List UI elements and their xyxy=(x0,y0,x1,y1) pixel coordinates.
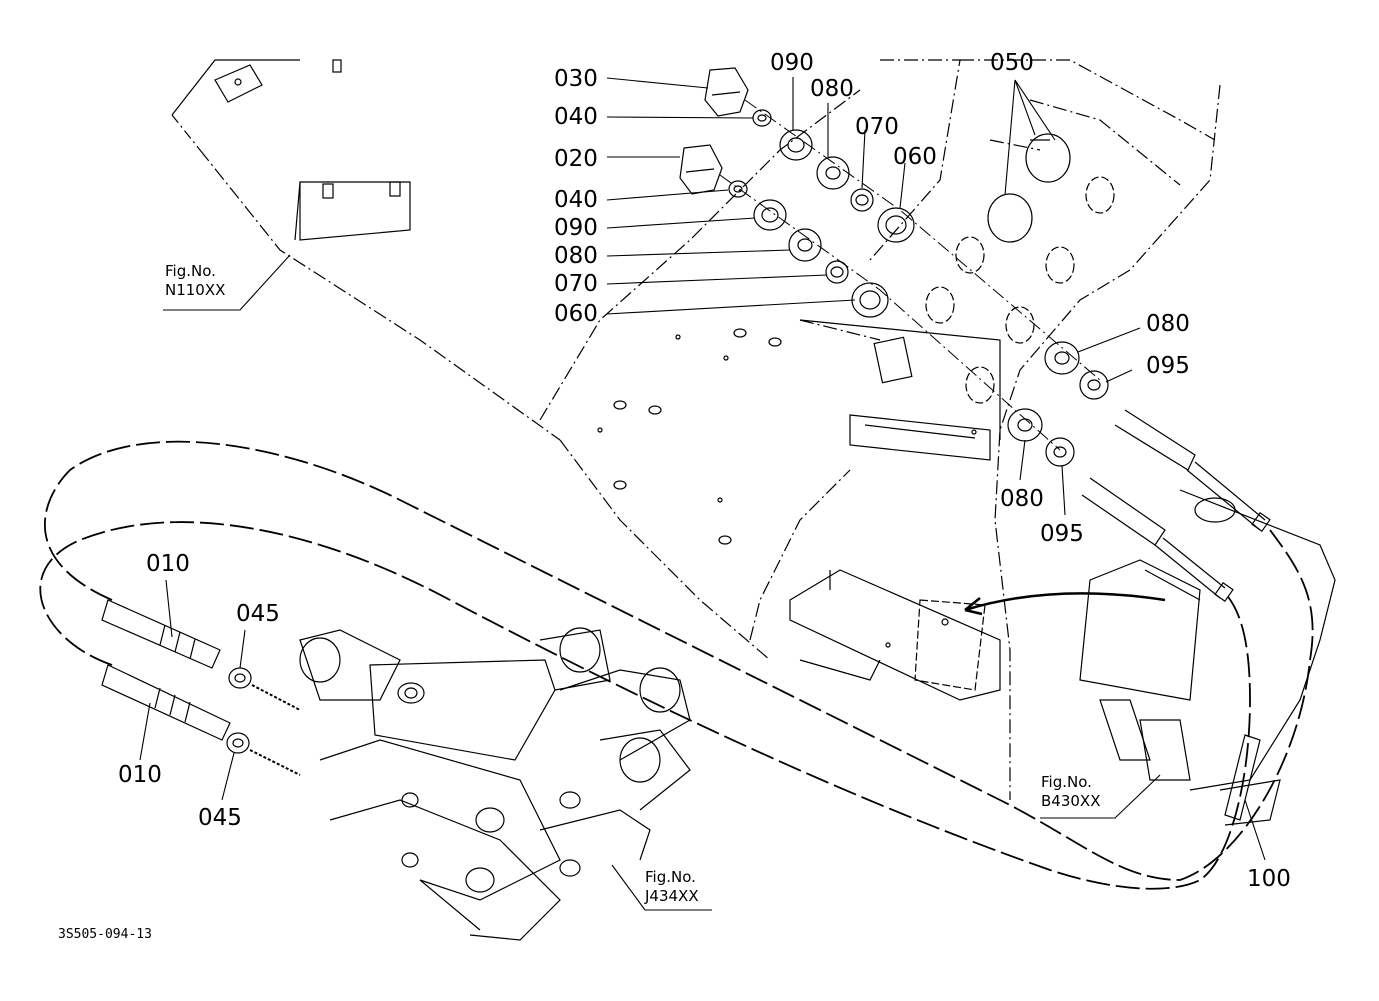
lower-console xyxy=(789,569,1001,701)
fig-ref-n110-label: Fig.No. xyxy=(165,262,216,280)
right-bracket xyxy=(1079,489,1336,791)
callout-080: 080 xyxy=(554,243,598,269)
callout-080: 080 xyxy=(1146,311,1190,337)
callout-080: 080 xyxy=(1000,486,1044,512)
explode-lines xyxy=(719,99,1101,451)
fig-ref-b430: Fig.No. B430XX xyxy=(1041,773,1100,811)
callout-070: 070 xyxy=(554,271,598,297)
callout-010: 010 xyxy=(146,551,190,577)
callout-030: 030 xyxy=(554,66,598,92)
fig-ref-j434-label: Fig.No. xyxy=(645,868,696,886)
callout-040: 040 xyxy=(554,104,598,130)
fig-ref-lines xyxy=(163,254,1161,911)
callout-040: 040 xyxy=(554,187,598,213)
cable-sleeve-010 xyxy=(101,599,231,741)
cable-tie-100 xyxy=(1219,734,1281,826)
valve-block xyxy=(299,627,691,941)
callout-050: 050 xyxy=(990,50,1034,76)
switch-cap-050 xyxy=(987,133,1071,243)
knob-030 xyxy=(704,67,749,117)
fig-ref-j434: Fig.No. J434XX xyxy=(645,868,699,906)
drawing-code: 3S505-094-13 xyxy=(58,927,152,942)
routing-arrow-head xyxy=(964,597,983,616)
fig-ref-j434-code: J434XX xyxy=(645,886,699,905)
callout-070: 070 xyxy=(855,114,899,140)
callout-020: 020 xyxy=(554,146,598,172)
callout-045: 045 xyxy=(198,805,242,831)
callout-100: 100 xyxy=(1247,866,1291,892)
callout-095: 095 xyxy=(1040,521,1084,547)
callout-060: 060 xyxy=(893,144,937,170)
fig-ref-n110-code: N110XX xyxy=(165,280,226,299)
dashboard-holes xyxy=(925,176,1115,404)
upper-left-panel xyxy=(171,59,561,441)
leader-lines xyxy=(139,77,1266,861)
callout-060: 060 xyxy=(554,301,598,327)
panel-slots xyxy=(597,319,1001,545)
knob-020 xyxy=(679,144,723,195)
cable-end-lower xyxy=(1081,477,1234,603)
callout-080: 080 xyxy=(810,76,854,102)
routing-arrow xyxy=(964,592,1166,612)
nut-045 xyxy=(226,667,301,776)
callout-045: 045 xyxy=(236,601,280,627)
callout-010: 010 xyxy=(118,762,162,788)
fig-ref-n110: Fig.No. N110XX xyxy=(165,262,225,300)
dashboard-outline xyxy=(539,59,1221,800)
fig-ref-b430-code: B430XX xyxy=(1041,791,1101,810)
callout-090: 090 xyxy=(554,215,598,241)
fig-ref-b430-label: Fig.No. xyxy=(1041,773,1092,791)
cable-end-upper xyxy=(1114,409,1271,533)
callout-095: 095 xyxy=(1146,353,1190,379)
callout-090: 090 xyxy=(770,50,814,76)
cable-routing xyxy=(39,440,1314,890)
